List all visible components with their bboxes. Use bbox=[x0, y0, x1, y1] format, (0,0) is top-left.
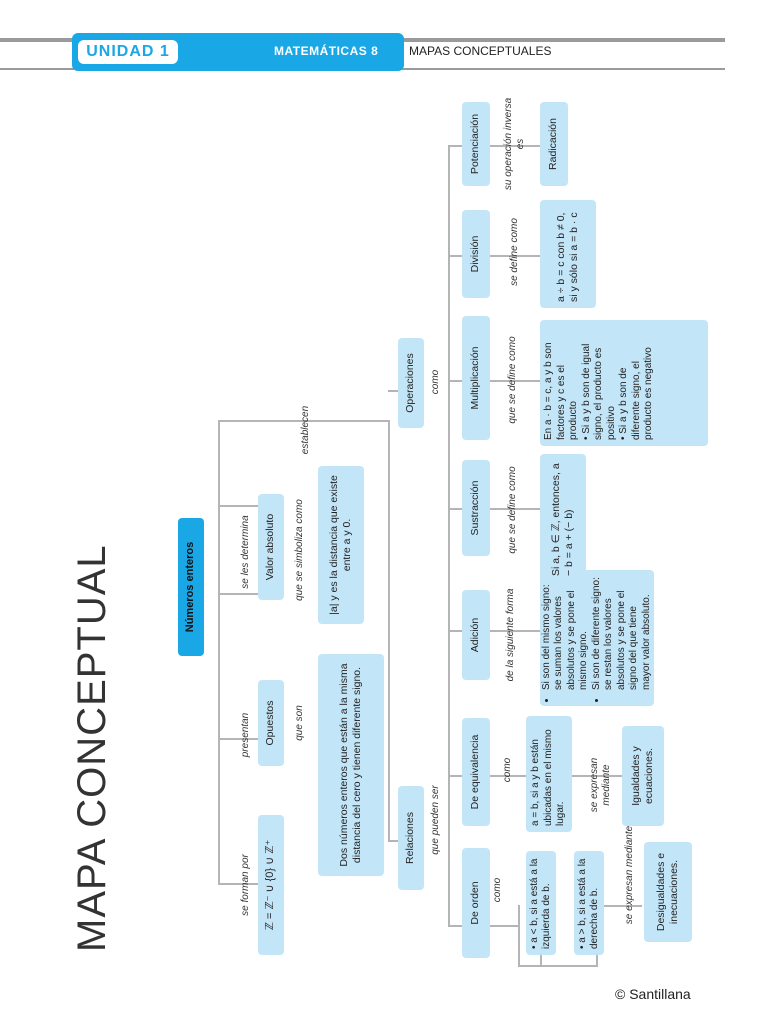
multiplicacion-rule-3: • Si a y b son de diferente signo, el pr… bbox=[618, 347, 654, 440]
root-node: Números enteros bbox=[178, 518, 204, 656]
link-que-pueden-ser: que pueden ser bbox=[430, 785, 441, 855]
operaciones-node: Operaciones bbox=[398, 338, 424, 428]
connector bbox=[596, 955, 598, 967]
connector bbox=[448, 508, 462, 510]
radicacion-node: Radicación bbox=[540, 102, 568, 186]
opuestos-definition: Dos números enteros que están a la misma… bbox=[318, 654, 384, 876]
connector bbox=[490, 380, 540, 382]
connector bbox=[490, 255, 540, 257]
connector bbox=[448, 255, 462, 257]
link-se-expresan-mediante-equivalencia: se expresan mediante bbox=[589, 757, 612, 813]
link-se-les-determina: se les determina bbox=[240, 515, 251, 589]
link-se-expresan-mediante-orden: se expresan mediante bbox=[624, 825, 635, 925]
copyright-footer: © Santillana bbox=[615, 986, 691, 1002]
connector bbox=[388, 840, 398, 842]
connector bbox=[218, 738, 258, 740]
unit-label: UNIDAD 1 bbox=[78, 40, 178, 64]
link-que-se-define-como-multiplicacion: que se define como bbox=[507, 336, 518, 424]
connector bbox=[448, 145, 450, 925]
connector bbox=[540, 955, 542, 967]
division-definition: a ÷ b = c con b ≠ 0, si y sólo si a = b … bbox=[540, 200, 596, 308]
equivalencia-definition: a = b, si a y b están ubicadas en el mis… bbox=[526, 716, 572, 832]
opuestos-node: Opuestos bbox=[258, 680, 284, 766]
connector bbox=[448, 380, 462, 382]
sustraccion-definition: Si a, b ∈ ℤ, entonces, a − b = a + (− b) bbox=[540, 454, 586, 582]
link-como-operaciones: como bbox=[430, 369, 441, 395]
set-definition-node: ℤ = ℤ⁻ ∪ {0} ∪ ℤ⁺ bbox=[258, 815, 284, 955]
connector bbox=[218, 505, 258, 507]
potenciacion-node: Potenciación bbox=[462, 102, 490, 186]
de-orden-node: De orden bbox=[462, 848, 490, 958]
link-que-son: que son bbox=[294, 705, 305, 741]
valor-absoluto-definition: |a| y es la distancia que existe entre a… bbox=[318, 466, 364, 624]
igualdades-node: Igualdades y ecuaciones. bbox=[622, 726, 664, 826]
multiplicacion-rule-2: • Si a y b son de igual signo, el produc… bbox=[580, 343, 617, 440]
connector bbox=[490, 775, 526, 777]
connector bbox=[490, 145, 540, 147]
orden-mayor-rule: • a > b, si a está a la derecha de b. bbox=[574, 851, 604, 955]
multiplicacion-node: Multiplicación bbox=[462, 316, 490, 440]
link-presentan: presentan bbox=[240, 712, 251, 758]
multiplicacion-rule-1: En a · b = c, a y b son factores y c es … bbox=[543, 342, 579, 440]
desigualdades-node: Desigualdades e inecuaciones. bbox=[644, 842, 692, 942]
connector bbox=[490, 925, 520, 927]
connector bbox=[448, 630, 462, 632]
connector bbox=[388, 390, 398, 392]
connector bbox=[218, 420, 220, 885]
valor-absoluto-node: Valor absoluto bbox=[258, 494, 284, 600]
connector bbox=[518, 905, 520, 965]
division-node: División bbox=[462, 210, 490, 298]
connector bbox=[218, 420, 390, 422]
link-que-se-define-como-sustraccion: que se define como bbox=[507, 466, 518, 554]
connector bbox=[388, 420, 390, 840]
orden-menor-rule: • a < b, si a está a la izquierda de b. bbox=[526, 851, 556, 955]
connector bbox=[448, 775, 462, 777]
adicion-rule-2: Si son de diferente signo: se restan los… bbox=[591, 576, 654, 690]
connector bbox=[218, 593, 258, 595]
section-label: MAPAS CONCEPTUALES bbox=[409, 44, 552, 58]
subject-label: MATEMÁTICAS 8 bbox=[274, 44, 379, 58]
connector bbox=[448, 925, 462, 927]
adicion-node: Adición bbox=[462, 590, 490, 680]
link-se-define-como: se define como bbox=[509, 218, 520, 286]
connector bbox=[572, 775, 622, 777]
link-como-equivalencia: como bbox=[502, 757, 513, 783]
multiplicacion-rules: En a · b = c, a y b son factores y c es … bbox=[540, 320, 708, 446]
link-establecen: establecen bbox=[300, 405, 311, 455]
page-title: MAPA CONCEPTUAL bbox=[70, 544, 114, 952]
link-como-orden: como bbox=[492, 877, 503, 903]
link-se-forman-por: se forman por bbox=[240, 854, 251, 916]
connector bbox=[490, 630, 540, 632]
connector bbox=[218, 883, 258, 885]
adicion-rule-1: Si son del mismo signo: se suman los val… bbox=[541, 576, 591, 690]
link-que-se-simboliza-como: que se simboliza como bbox=[294, 499, 305, 601]
link-su-operacion-inversa-es: su operación inversa es bbox=[503, 97, 526, 191]
connector bbox=[448, 145, 462, 147]
link-de-la-siguiente-forma: de la siguiente forma bbox=[505, 588, 516, 682]
sustraccion-node: Sustracción bbox=[462, 460, 490, 556]
connector bbox=[518, 965, 598, 967]
de-equivalencia-node: De equivalencia bbox=[462, 718, 490, 826]
relaciones-node: Relaciones bbox=[398, 786, 424, 890]
connector bbox=[596, 905, 642, 907]
adicion-rules: Si son del mismo signo: se suman los val… bbox=[540, 570, 654, 706]
connector bbox=[490, 508, 540, 510]
